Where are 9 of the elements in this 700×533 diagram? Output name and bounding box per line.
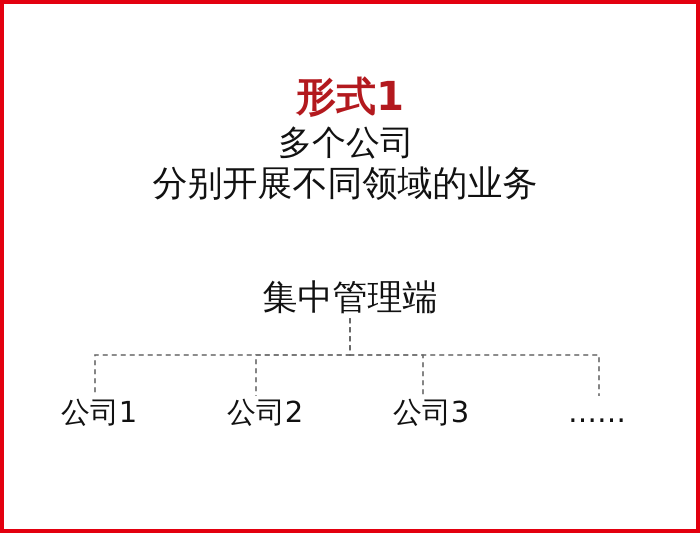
subtitle-text: 分别开展不同领域的业务 bbox=[152, 164, 538, 204]
connector-line bbox=[349, 318, 600, 396]
management-label: 集中管理端 bbox=[262, 278, 438, 318]
company-label: 公司1 bbox=[60, 396, 138, 430]
subtitle-text: 多个公司 bbox=[278, 124, 414, 164]
company-label: 公司2 bbox=[226, 396, 304, 430]
company-label: 公司3 bbox=[392, 396, 470, 430]
company-label: …… bbox=[568, 396, 626, 430]
title: 形式1 bbox=[296, 74, 404, 120]
